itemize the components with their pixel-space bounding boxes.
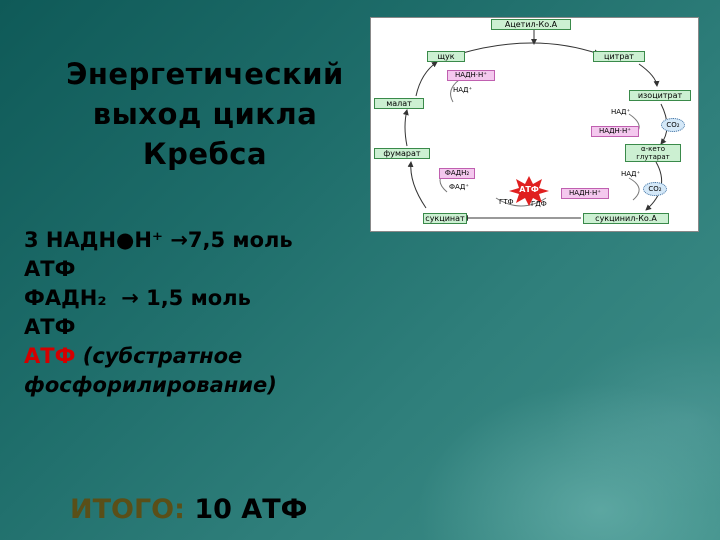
nadh-unit: АТФ bbox=[24, 257, 76, 281]
title-line-2: выход цикла bbox=[92, 97, 318, 131]
arrow-nad-curve-top bbox=[450, 79, 460, 103]
isocitrate-node: изоцитрат bbox=[629, 90, 691, 101]
yield-list: 3 НАДН●Н⁺ →7,5 моль АТФ ФАДН₂ → 1,5 моль… bbox=[24, 226, 374, 400]
oxaloacetate-node: щук bbox=[427, 51, 465, 62]
nadh-line: 3 НАДН●Н⁺ →7,5 моль bbox=[24, 226, 374, 255]
arrow-oaa-citrate bbox=[458, 42, 600, 56]
gdf-label: ГДФ bbox=[531, 200, 547, 208]
fadh-formula: ФАДН₂ bbox=[24, 286, 107, 310]
fadh-yield: → 1,5 моль bbox=[121, 286, 251, 310]
nad-lower-label: НАД⁺ bbox=[621, 170, 641, 178]
total-value: 10 АТФ bbox=[194, 494, 308, 525]
atp-note-1: (субстратное bbox=[82, 344, 243, 368]
atp-label: АТФ bbox=[24, 344, 76, 368]
krebs-cycle-diagram: Ацетил-Ко.А щук цитрат НАДН·Н⁺ НАД⁺ мала… bbox=[370, 17, 699, 232]
citrate-node: цитрат bbox=[593, 51, 645, 62]
atp-line: АТФ (субстратное bbox=[24, 342, 374, 371]
acetyl-coa-node: Ацетил-Ко.А bbox=[491, 19, 571, 30]
fadh-unit: АТФ bbox=[24, 315, 76, 339]
title-line-3: Кребса bbox=[142, 137, 268, 171]
succinate-node: сукцинат bbox=[423, 213, 467, 224]
nad-top-label: НАД⁺ bbox=[453, 86, 473, 94]
ketoglutarate-node: α-кето глутарат bbox=[625, 144, 681, 162]
starburst-icon bbox=[509, 176, 549, 206]
nad-right-label: НАД⁺ bbox=[611, 108, 631, 116]
arrow-nad-curve-lower bbox=[628, 177, 640, 201]
arrow-gtf-curve bbox=[495, 197, 547, 207]
title-line-1: Энергетический bbox=[66, 57, 344, 91]
arrow-succinate-fumarate bbox=[407, 161, 427, 209]
total-label: ИТОГО: bbox=[70, 494, 185, 525]
co2-bubble-2: CO₂ bbox=[643, 182, 667, 196]
fadh-line: ФАДН₂ → 1,5 моль bbox=[24, 284, 374, 313]
arrow-citrate-isocitrate bbox=[638, 63, 660, 87]
nadh-formula: 3 НАДН●Н⁺ bbox=[24, 228, 164, 252]
nadh-lower-badge: НАДН·Н⁺ bbox=[561, 188, 609, 199]
nadh-yield: →7,5 моль bbox=[170, 228, 293, 252]
arrow-fumarate-malate bbox=[402, 109, 409, 147]
malate-node: малат bbox=[374, 98, 424, 109]
fumarate-node: фумарат bbox=[374, 148, 430, 159]
atp-note-2: фосфорилирование) bbox=[24, 373, 277, 397]
fad-label: ФАД⁺ bbox=[449, 183, 469, 191]
total-line: ИТОГО: 10 АТФ bbox=[70, 494, 307, 525]
co2-bubble-1: CO₂ bbox=[661, 118, 685, 132]
fadh2-badge: ФАДН₂ bbox=[439, 168, 475, 179]
atf-star-badge: АТФ bbox=[509, 176, 549, 206]
nadh-right-badge: НАДН·Н⁺ bbox=[591, 126, 639, 137]
slide-title: Энергетический выход цикла Кребса bbox=[40, 54, 370, 174]
nadh-top-badge: НАДН·Н⁺ bbox=[447, 70, 495, 81]
gtf-label: ГТФ bbox=[499, 198, 514, 206]
succinyl-coa-node: сукцинил-Ко.А bbox=[583, 213, 669, 224]
atf-star-label: АТФ bbox=[519, 185, 539, 194]
arrow-malate-oaa bbox=[415, 61, 438, 97]
